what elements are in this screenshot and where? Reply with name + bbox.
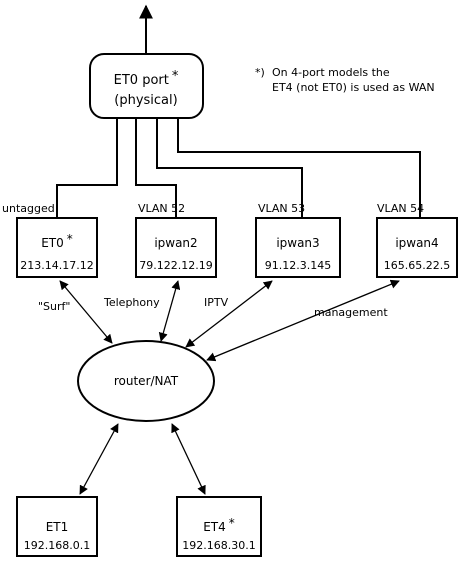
physical-port-title: ET0 port <box>114 73 169 88</box>
tag-ipwan4: VLAN 54 <box>377 202 424 215</box>
interface-ipwan2-box <box>135 217 217 278</box>
interface-et0-ip: 213.14.17.12 <box>20 259 93 272</box>
interface-ipwan3: ipwan3 91.12.3.145 <box>255 217 341 278</box>
interface-et1-name: ET1 <box>46 520 69 534</box>
interface-ipwan4-ip: 165.65.22.5 <box>384 259 450 272</box>
tag-ipwan3: VLAN 53 <box>258 202 305 215</box>
interface-et4-star: * <box>229 516 235 530</box>
interface-et0-star: * <box>67 232 73 246</box>
link-ipwan2 <box>135 118 177 218</box>
interface-ipwan4-name: ipwan4 <box>395 236 438 250</box>
link-et0 <box>56 118 118 218</box>
physical-port-box <box>89 53 204 119</box>
arrow-telephony <box>158 280 181 342</box>
interface-et0-box <box>16 217 98 278</box>
interface-et1-ip: 192.168.0.1 <box>24 539 90 552</box>
interface-ipwan2-name: ipwan2 <box>154 236 197 250</box>
interface-et0: ET0* 213.14.17.12 <box>16 217 98 278</box>
tag-ipwan2: VLAN 52 <box>138 202 185 215</box>
physical-port-sublabel: (physical) <box>114 93 177 108</box>
arrow-surf <box>59 280 113 344</box>
interface-et4-name: ET4* <box>203 516 235 534</box>
arrow-iptv <box>185 280 273 348</box>
interface-et4-box <box>176 496 262 557</box>
interface-et1: ET1 192.168.0.1 <box>16 496 98 557</box>
interface-et4-ip: 192.168.30.1 <box>182 539 255 552</box>
interface-ipwan3-ip: 91.12.3.145 <box>265 259 331 272</box>
arrow-et4 <box>171 423 206 495</box>
tag-et0: untagged <box>2 202 55 215</box>
note-line-2: ET4 (not ET0) is used as WAN <box>272 81 435 94</box>
service-management: management <box>314 306 388 319</box>
service-telephony: Telephony <box>103 296 160 309</box>
physical-port-label: ET0 port* <box>114 69 179 88</box>
interface-et4: ET4* 192.168.30.1 <box>176 496 262 557</box>
interface-ipwan4-box <box>376 217 458 278</box>
link-ipwan4 <box>177 118 421 218</box>
interface-ipwan2-ip: 79.122.12.19 <box>139 259 212 272</box>
interface-et4-title: ET4 <box>203 520 226 534</box>
interface-et1-box <box>16 496 98 557</box>
service-iptv: IPTV <box>204 296 229 309</box>
physical-port-node: ET0 port* (physical) <box>89 53 204 119</box>
arrow-et1 <box>79 423 119 495</box>
router-node: router/NAT <box>77 340 215 422</box>
interface-et0-name: ET0* <box>41 232 73 250</box>
interface-ipwan2: ipwan2 79.122.12.19 <box>135 217 217 278</box>
interface-ipwan4: ipwan4 165.65.22.5 <box>376 217 458 278</box>
arrow-management <box>206 279 400 362</box>
note-line-1: On 4-port models the <box>272 66 390 79</box>
service-surf: "Surf" <box>38 300 70 313</box>
interface-ipwan3-box <box>255 217 341 278</box>
router-ellipse <box>77 340 215 422</box>
physical-port-star: * <box>172 69 179 84</box>
link-ipwan3 <box>156 118 303 218</box>
interface-ipwan3-name: ipwan3 <box>276 236 319 250</box>
note-marker: *) <box>255 66 265 79</box>
router-label: router/NAT <box>114 374 179 388</box>
interface-et0-title: ET0 <box>41 236 64 250</box>
